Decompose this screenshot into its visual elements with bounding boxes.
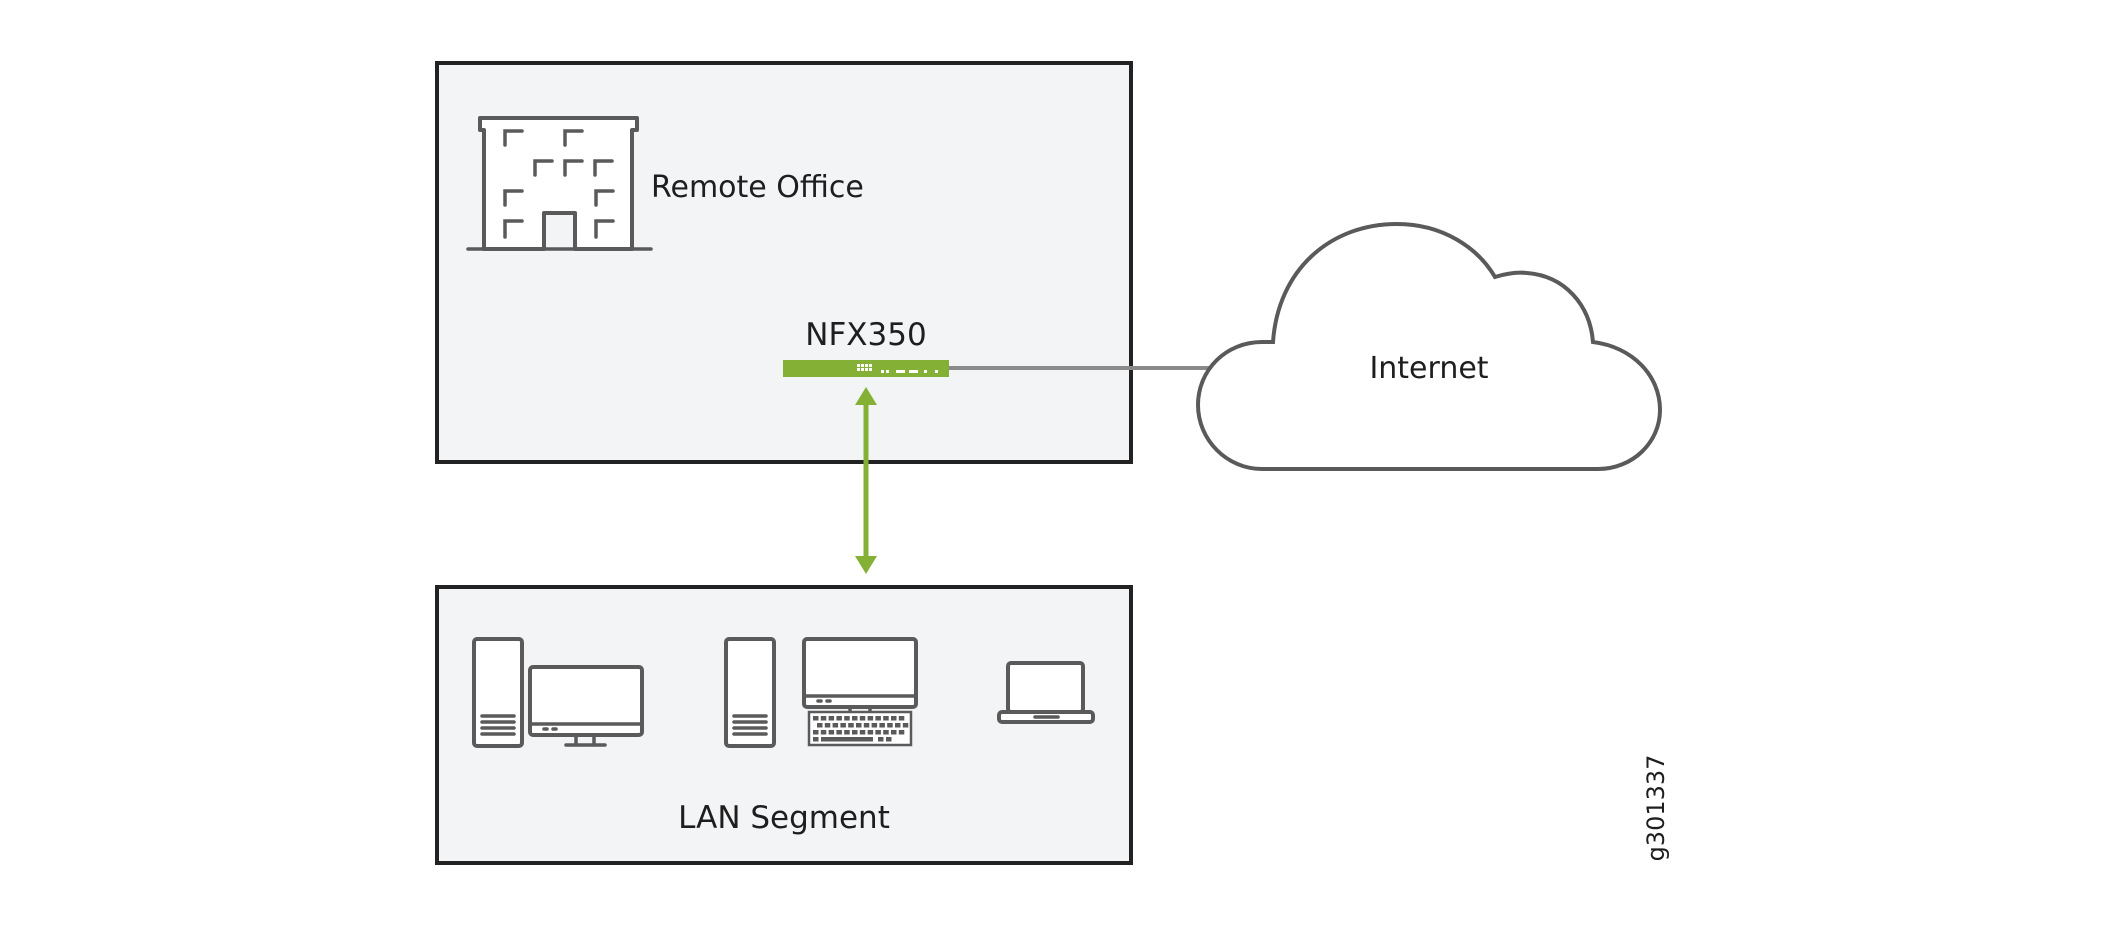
laptop-icon <box>997 661 1095 724</box>
keyboard-key <box>883 716 889 721</box>
keyboard-key <box>821 737 873 742</box>
keyboard-key <box>859 716 866 721</box>
workstation-icon <box>724 637 918 748</box>
keyboard-key <box>898 716 905 721</box>
keyboard-key <box>875 730 881 735</box>
arrow-up-icon <box>855 387 877 405</box>
keyboard-key <box>871 723 878 728</box>
keyboard-key <box>887 723 893 728</box>
keyboard-key <box>883 730 889 735</box>
lan-segment-label: LAN Segment <box>678 800 890 836</box>
keyboard-key <box>813 730 819 735</box>
keyboard-key <box>840 723 846 728</box>
keyboard-key <box>875 716 881 721</box>
keyboard-key <box>813 716 819 721</box>
building-icon <box>466 116 653 251</box>
keyboard-key <box>856 723 862 728</box>
keyboard-key <box>813 737 819 742</box>
keyboard-key <box>878 737 884 742</box>
keyboard-key <box>836 730 842 735</box>
keyboard-key <box>844 730 850 735</box>
nfx350-label: NFX350 <box>805 317 926 353</box>
keyboard-key <box>902 723 909 728</box>
keyboard-key <box>817 723 823 728</box>
internet-label: Internet <box>1369 351 1488 386</box>
keyboard-key <box>828 716 835 721</box>
keyboard-key <box>886 737 892 742</box>
keyboard-key <box>848 723 854 728</box>
keyboard-key <box>879 723 885 728</box>
keyboard-key <box>891 716 897 721</box>
keyboard-key <box>820 716 827 721</box>
figure-id-label: g301337 <box>1642 755 1670 862</box>
keyboard-key <box>836 716 842 721</box>
keyboard-key <box>895 723 901 728</box>
nfx350-device-icon <box>783 360 949 377</box>
keyboard-key <box>832 723 839 728</box>
lan-link-arrow <box>855 387 877 574</box>
keyboard-key <box>898 730 905 735</box>
keyboard-key <box>844 716 850 721</box>
arrow-down-icon <box>855 556 877 574</box>
keyboard-key <box>863 723 870 728</box>
keyboard-key <box>852 730 858 735</box>
keyboard-key <box>867 730 874 735</box>
keyboard-key <box>859 730 866 735</box>
keyboard-key <box>820 730 827 735</box>
keyboard-key <box>824 723 831 728</box>
keyboard-key <box>891 730 897 735</box>
keyboard-key <box>828 730 835 735</box>
desktop-computer-icon <box>472 637 644 748</box>
remote-office-label: Remote Office <box>651 170 864 205</box>
keyboard-key <box>852 716 858 721</box>
internet-cloud-icon <box>1195 221 1663 471</box>
keyboard-key <box>867 716 874 721</box>
